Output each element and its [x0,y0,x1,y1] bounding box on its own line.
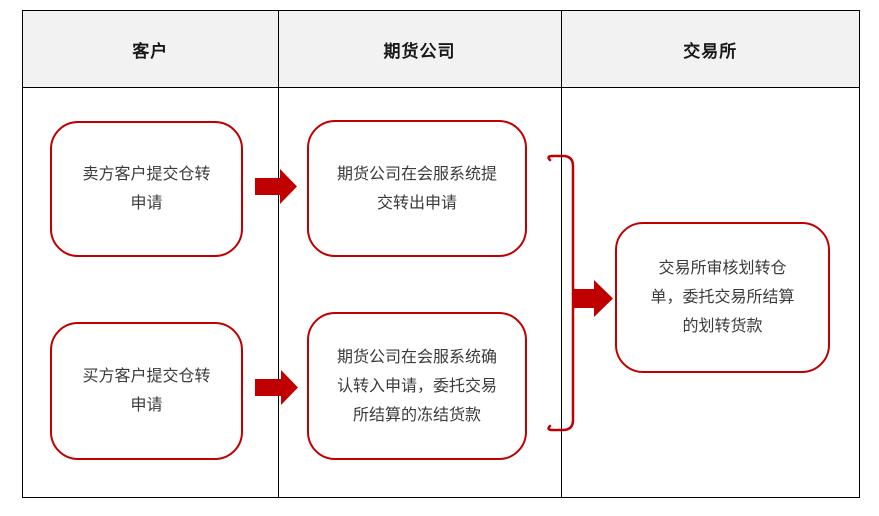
flow-box-exchange-review: 交易所审核划转仓 单，委托交易所结算 的划转货款 [615,222,830,373]
lane-header-futures-company: 期货公司 [279,11,562,87]
flow-box-buyer-submit: 买方客户提交仓转 申请 [50,322,243,460]
lane-header-customer: 客户 [23,11,279,87]
lane-header-exchange: 交易所 [683,41,738,61]
flow-box-seller-submit: 卖方客户提交仓转 申请 [50,121,243,257]
lane-header-row: 客户 期货公司 交易所 [23,11,859,88]
flow-box-company-submit-out: 期货公司在会服系统提 交转出申请 [307,120,527,257]
swimlane-table: 客户 期货公司 交易所 [22,10,860,498]
flow-box-company-confirm-in: 期货公司在会服系统确 认转入申请，委托交易 所结算的冻结货款 [307,312,527,460]
lane-body-customer [23,88,279,497]
